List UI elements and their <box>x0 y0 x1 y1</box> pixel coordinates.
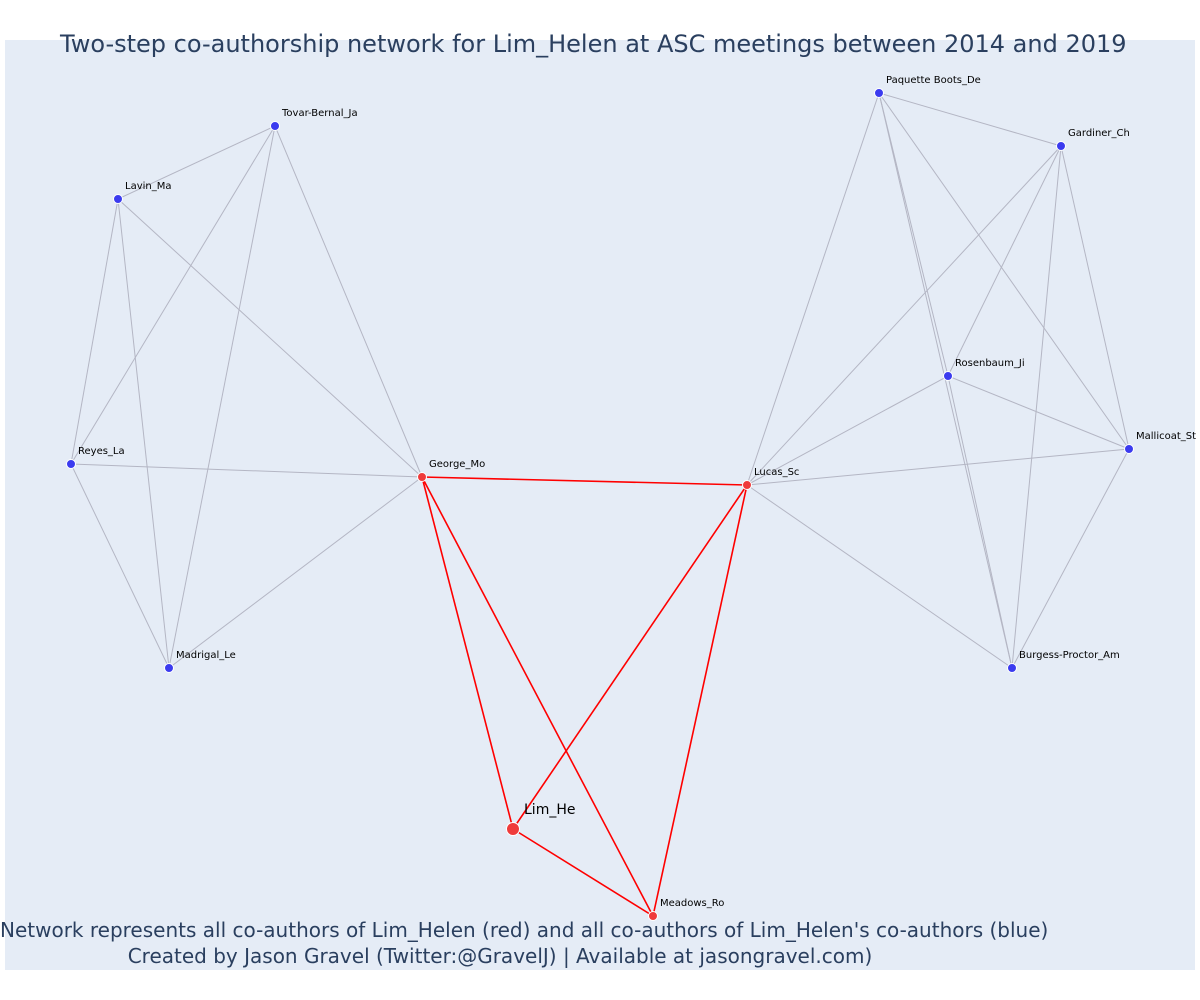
node-gardiner-ch[interactable] <box>1056 141 1066 151</box>
edge-george-mo-tovar-bernal-ja <box>274 125 423 478</box>
edge-george-mo-meadows-ro <box>421 476 654 917</box>
edge-gardiner-ch-mallicoat-st <box>1060 145 1130 450</box>
node-madrigal-le[interactable] <box>164 663 174 673</box>
edge-tovar-bernal-ja-lavin-ma <box>117 125 276 200</box>
edge-george-mo-madrigal-le <box>168 476 423 669</box>
node-label-madrigal-le: Madrigal_Le <box>176 650 236 661</box>
node-lim-he[interactable] <box>506 822 520 836</box>
node-label-george-mo: George_Mo <box>429 459 485 470</box>
edge-paquette-boots-de-mallicoat-st <box>878 92 1130 450</box>
edge-paquette-boots-de-rosenbaum-ji <box>878 92 949 377</box>
edge-rosenbaum-ji-mallicoat-st <box>947 375 1130 450</box>
edge-gardiner-ch-burgess-proctor-am <box>1011 145 1062 669</box>
edge-lucas-sc-burgess-proctor-am <box>746 484 1013 669</box>
node-label-lavin-ma: Lavin_Ma <box>125 181 172 192</box>
chart-title: Two-step co-authorship network for Lim_H… <box>60 30 1127 58</box>
edge-george-mo-reyes-la <box>70 463 423 478</box>
edge-lim-he-george-mo <box>421 476 514 830</box>
edge-reyes-la-madrigal-le <box>70 463 170 669</box>
node-label-mallicoat-st: Mallicoat_St <box>1136 431 1196 442</box>
node-tovar-bernal-ja[interactable] <box>270 121 280 131</box>
node-rosenbaum-ji[interactable] <box>943 371 953 381</box>
edge-layer <box>70 92 1130 917</box>
node-label-burgess-proctor-am: Burgess-Proctor_Am <box>1019 650 1120 661</box>
node-paquette-boots-de[interactable] <box>874 88 884 98</box>
edge-lucas-sc-paquette-boots-de <box>746 92 880 486</box>
node-label-meadows-ro: Meadows_Ro <box>660 898 724 909</box>
edge-paquette-boots-de-burgess-proctor-am <box>878 92 1013 669</box>
node-burgess-proctor-am[interactable] <box>1007 663 1017 673</box>
node-label-gardiner-ch: Gardiner_Ch <box>1068 128 1130 139</box>
edge-tovar-bernal-ja-madrigal-le <box>168 125 276 669</box>
edge-tovar-bernal-ja-reyes-la <box>70 125 276 465</box>
edge-lim-he-lucas-sc <box>512 484 748 830</box>
node-label-tovar-bernal-ja: Tovar-Bernal_Ja <box>281 108 358 119</box>
node-meadows-ro[interactable] <box>648 911 658 921</box>
node-lucas-sc[interactable] <box>742 480 752 490</box>
edge-lucas-sc-mallicoat-st <box>746 448 1130 486</box>
node-lavin-ma[interactable] <box>113 194 123 204</box>
node-label-rosenbaum-ji: Rosenbaum_Ji <box>955 358 1025 369</box>
edge-george-mo-lavin-ma <box>117 198 423 478</box>
edge-george-mo-lucas-sc <box>421 476 748 486</box>
node-mallicoat-st[interactable] <box>1124 444 1134 454</box>
node-george-mo[interactable] <box>417 472 427 482</box>
edge-lavin-ma-madrigal-le <box>117 198 170 669</box>
edge-lucas-sc-meadows-ro <box>652 484 748 917</box>
caption-line-1: Network represents all co-authors of Lim… <box>0 918 1049 942</box>
caption-line-2: Created by Jason Gravel (Twitter:@Gravel… <box>127 944 873 968</box>
edge-lim-he-meadows-ro <box>512 828 654 917</box>
edge-lavin-ma-reyes-la <box>70 198 119 465</box>
node-label-reyes-la: Reyes_La <box>78 446 125 457</box>
edge-mallicoat-st-burgess-proctor-am <box>1011 448 1130 669</box>
edge-paquette-boots-de-gardiner-ch <box>878 92 1062 147</box>
node-layer <box>66 88 1134 921</box>
caption: Network represents all co-authors of Lim… <box>0 917 1049 969</box>
node-label-lim-he: Lim_He <box>524 802 575 818</box>
node-label-paquette-boots-de: Paquette Boots_De <box>886 75 981 86</box>
edge-lucas-sc-gardiner-ch <box>746 145 1062 486</box>
edge-gardiner-ch-rosenbaum-ji <box>947 145 1062 377</box>
node-reyes-la[interactable] <box>66 459 76 469</box>
edge-lucas-sc-rosenbaum-ji <box>746 375 949 486</box>
node-label-lucas-sc: Lucas_Sc <box>754 467 799 478</box>
edge-rosenbaum-ji-burgess-proctor-am <box>947 375 1013 669</box>
